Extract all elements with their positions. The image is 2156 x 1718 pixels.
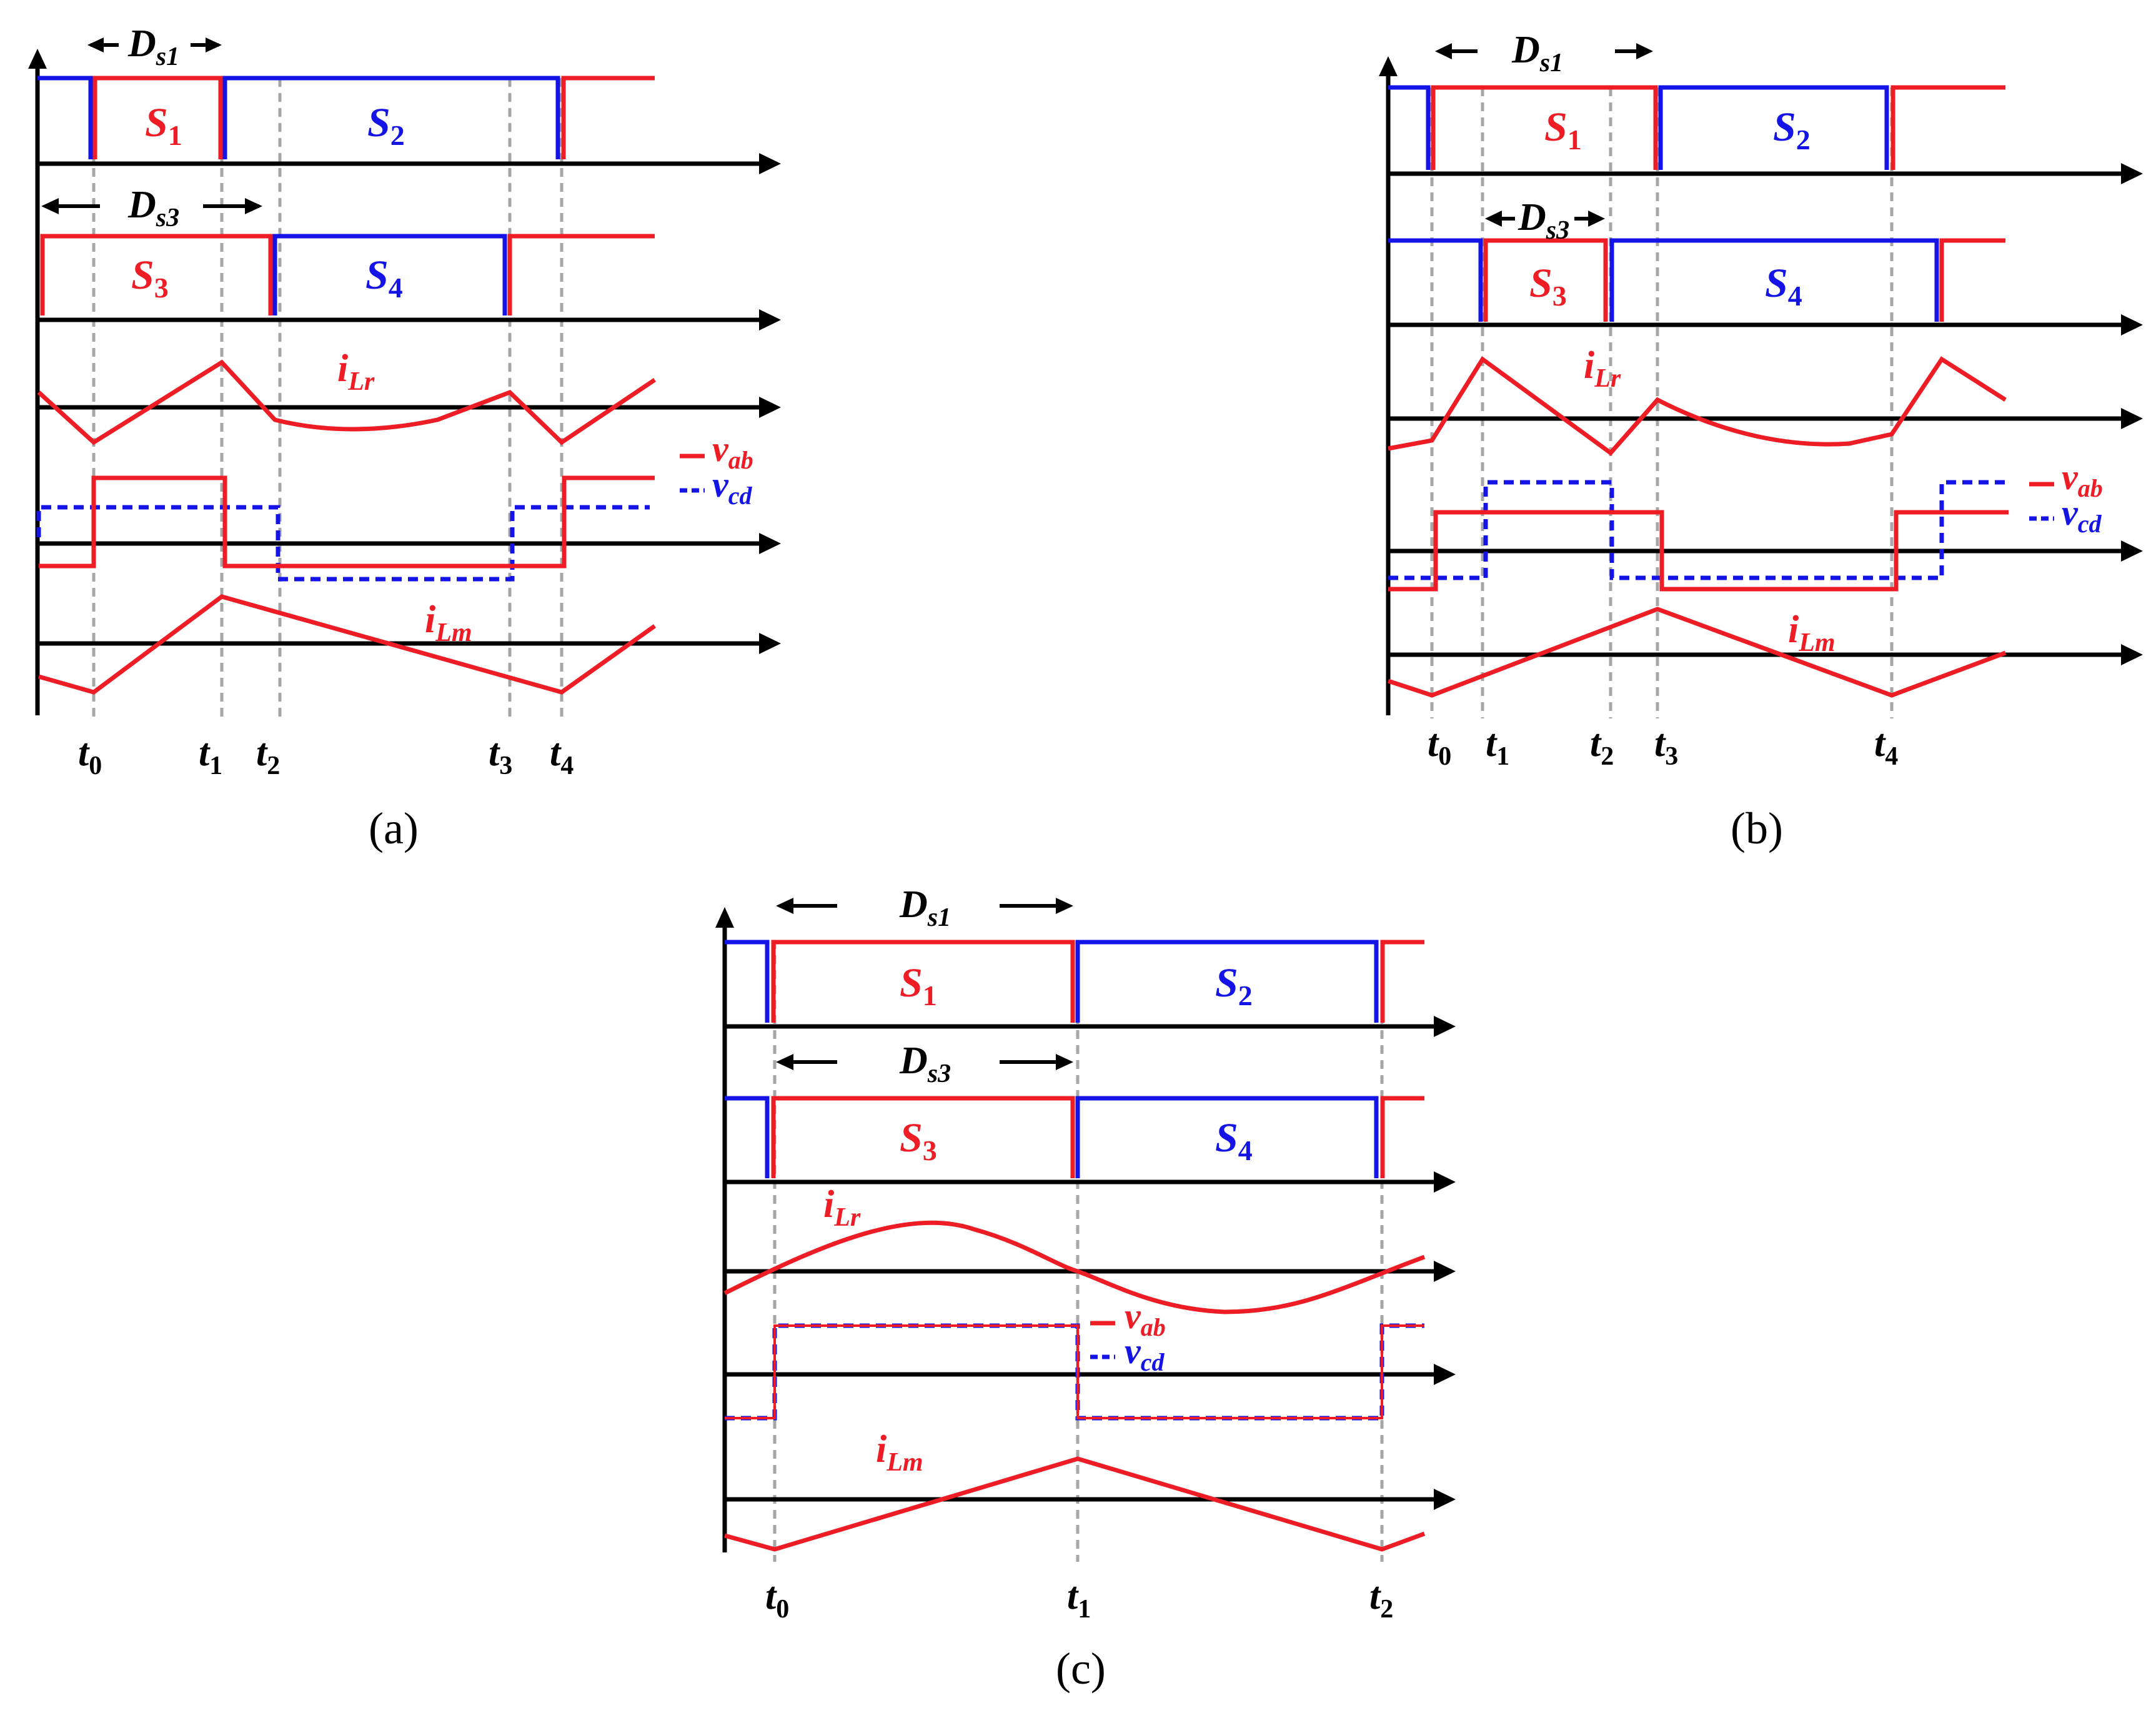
current-label-ilm: iLm	[425, 598, 472, 647]
ilr-waveform	[1388, 355, 2007, 456]
switch-label-s4: S4	[1215, 1115, 1253, 1166]
duty-arrows	[1435, 43, 1653, 227]
panel-c	[715, 898, 1456, 1562]
switch-label-s2: S2	[1773, 104, 1811, 156]
time-label-t4: t4	[550, 732, 574, 780]
legend-lines	[1090, 1321, 1115, 1359]
legend-label-vab: vab	[1125, 1296, 1166, 1341]
s3-gate-signal	[1483, 238, 2005, 322]
legend-label-vcd: vcd	[712, 464, 753, 510]
s4-gate-signal	[725, 1096, 1379, 1178]
ilr-waveform	[37, 359, 656, 445]
s2-gate-signal	[37, 76, 560, 159]
switch-label-s1: S1	[145, 100, 182, 151]
s3-gate-signal	[40, 234, 655, 315]
duty-arrows	[41, 37, 262, 214]
time-label-t2: t2	[256, 732, 280, 780]
time-label-t1: t1	[1486, 722, 1509, 771]
time-label-t2: t2	[1590, 722, 1614, 771]
switch-label-s2: S2	[367, 100, 405, 151]
vab-waveform	[1388, 510, 2009, 592]
s2-gate-signal	[725, 940, 1379, 1023]
vcd-waveform	[36, 505, 650, 582]
legend-lines	[2029, 482, 2054, 521]
duty-arrows	[776, 898, 1073, 1070]
y-axis-arrowhead	[28, 49, 47, 69]
switch-label-s3: S3	[900, 1115, 937, 1166]
current-label-ilr: iLr	[337, 347, 375, 396]
vab-waveform	[39, 475, 655, 569]
row-axis-arrowheads	[1434, 1016, 1456, 1510]
panel-a	[28, 37, 781, 718]
row-axis-arrowheads	[2121, 163, 2143, 665]
y-axis-arrowhead	[715, 907, 734, 928]
duty-label-ds1: Ds1	[1511, 29, 1563, 77]
s4-gate-signal	[272, 234, 507, 315]
ilr-waveform	[723, 1220, 1426, 1314]
panel-caption: (a)	[369, 803, 419, 853]
ilm-waveform	[724, 1456, 1426, 1552]
switch-label-s1: S1	[1544, 104, 1582, 156]
current-label-ilr: iLr	[823, 1183, 861, 1232]
switch-label-s2: S2	[1215, 960, 1253, 1011]
duty-label-ds1: Ds1	[899, 883, 951, 932]
switch-label-s4: S4	[1765, 261, 1802, 312]
legend-label-vab: vab	[2062, 457, 2103, 502]
time-gridlines	[773, 940, 1384, 1562]
panel-caption: (c)	[1056, 1644, 1106, 1694]
panel-caption: (b)	[1731, 803, 1783, 853]
y-axis-arrowhead	[1379, 56, 1398, 76]
s4-gate-signal	[1388, 238, 1939, 322]
vcd-waveform	[725, 1323, 1424, 1421]
legend-label-vab: vab	[712, 429, 753, 474]
panel-a-labels: Ds1 Ds3 S1 S2 S3 S4 iLr iLm vab vcd t0 t…	[78, 22, 753, 853]
row-axes	[37, 161, 759, 646]
s1-gate-signal	[771, 940, 1424, 1023]
current-label-ilr: iLr	[1584, 344, 1621, 393]
ilm-waveform	[38, 594, 657, 695]
switch-label-s3: S3	[131, 252, 169, 304]
switch-label-s4: S4	[365, 252, 403, 304]
time-label-t0: t0	[1428, 722, 1451, 771]
legend-lines	[680, 454, 705, 493]
time-label-t3: t3	[1654, 722, 1678, 771]
s1-gate-signal	[92, 76, 655, 159]
panel-b	[1379, 43, 2143, 718]
row-axis-arrowheads	[759, 153, 781, 654]
time-label-t4: t4	[1874, 722, 1898, 771]
legend-label-vcd: vcd	[2062, 492, 2102, 538]
time-label-t3: t3	[489, 732, 512, 780]
switch-label-s3: S3	[1529, 261, 1567, 312]
switch-label-s1: S1	[900, 960, 937, 1011]
time-label-t0: t0	[78, 732, 102, 780]
duty-label-ds3: Ds3	[899, 1040, 951, 1088]
vab-waveform	[725, 1324, 1424, 1419]
s3-gate-signal	[771, 1096, 1424, 1178]
row-axes	[1388, 171, 2121, 657]
s2-gate-signal	[1388, 85, 1889, 170]
duty-label-ds3: Ds3	[127, 184, 179, 232]
time-label-t0: t0	[765, 1575, 789, 1624]
time-label-t1: t1	[199, 732, 222, 780]
s1-gate-signal	[1431, 85, 2005, 170]
vcd-waveform	[1388, 480, 2009, 580]
time-label-t2: t2	[1369, 1575, 1393, 1624]
duty-label-ds1: Ds1	[127, 22, 179, 71]
current-label-ilm: iLm	[876, 1428, 923, 1477]
duty-label-ds3: Ds3	[1518, 196, 1569, 245]
time-label-t1: t1	[1067, 1575, 1091, 1624]
ilm-waveform	[1387, 607, 2007, 698]
time-gridlines	[92, 78, 564, 718]
legend-label-vcd: vcd	[1125, 1331, 1165, 1376]
panel-c-labels: Ds1 Ds3 S1 S2 S3 S4 iLr iLm vab vcd t0 t…	[765, 883, 1393, 1694]
panel-b-labels: Ds1 Ds3 S1 S2 S3 S4 iLr iLm vab vcd t0 t…	[1428, 29, 2103, 853]
current-label-ilm: iLm	[1788, 608, 1836, 657]
